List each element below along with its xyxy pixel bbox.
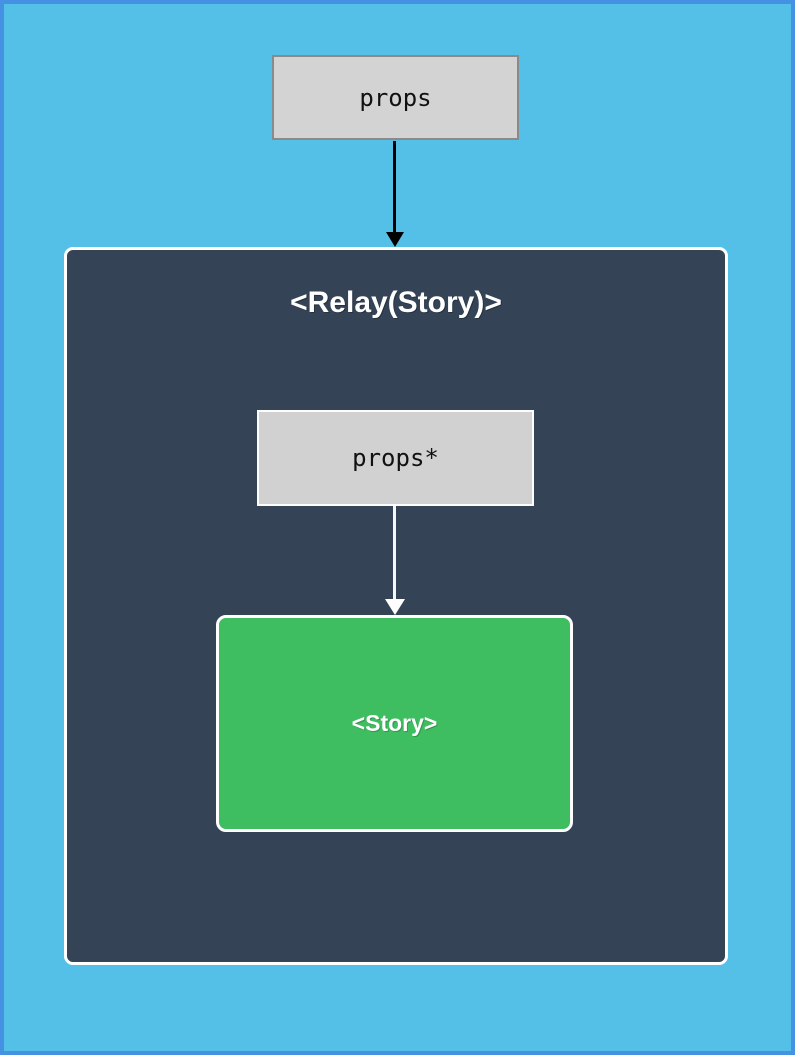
inner-props-label: props* xyxy=(352,444,439,472)
inner-arrowhead-icon xyxy=(385,599,405,615)
outer-arrow-down-icon xyxy=(393,141,396,234)
outer-arrowhead-icon xyxy=(386,232,404,247)
story-node: <Story> xyxy=(216,615,573,832)
outer-props-label: props xyxy=(359,83,432,112)
inner-arrow-down-icon xyxy=(393,506,396,600)
outer-props-node: props xyxy=(272,55,519,140)
relay-container-title: <Relay(Story)> xyxy=(290,286,502,319)
story-label: <Story> xyxy=(351,710,438,736)
inner-props-node: props* xyxy=(257,410,534,506)
